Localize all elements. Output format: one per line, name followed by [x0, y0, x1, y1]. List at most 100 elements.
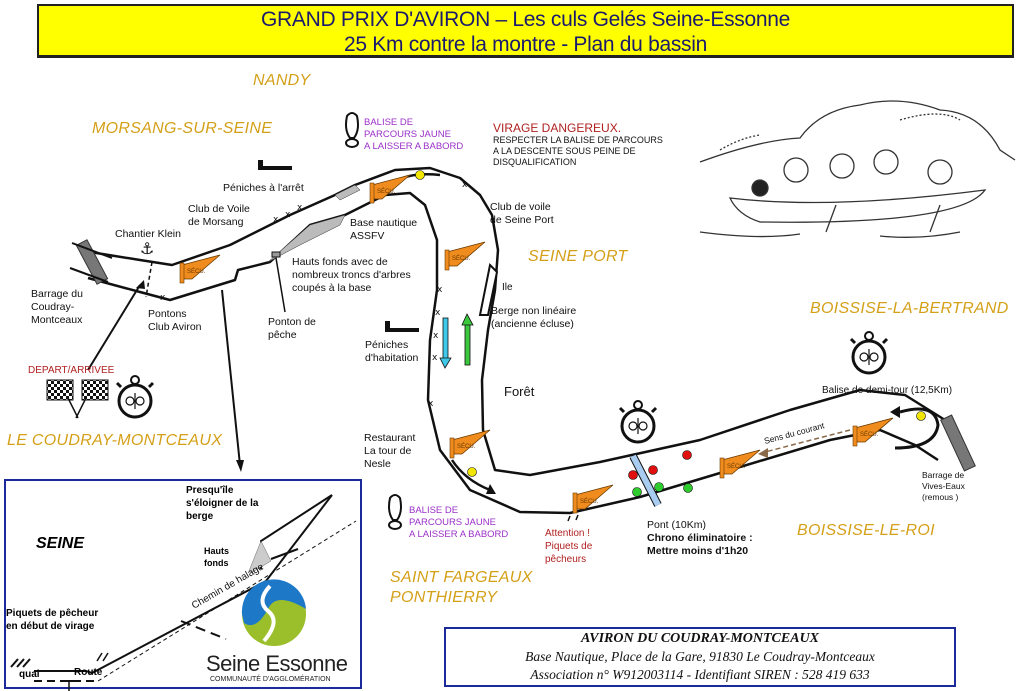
shoal-hatched — [267, 214, 346, 263]
town-coudray: LE COUDRAY-MONTCEAUX — [7, 432, 223, 449]
svg-text:x: x — [462, 180, 468, 190]
label-line: BALISE DE — [364, 117, 414, 128]
stopwatch-icon — [115, 374, 155, 419]
label-line: Hauts fonds avec de — [292, 256, 388, 268]
inset-hauts-fonds-label: Hauts fonds — [204, 545, 229, 569]
u-turn-arrow — [894, 407, 940, 450]
label-line: coupés à la base — [292, 282, 372, 294]
town-saint-fargeaux-line1: SAINT FARGEAUX — [390, 569, 533, 586]
label-club-voile-morsang: Club de Voile de Morsang — [188, 203, 250, 229]
club-footer: AVIRON DU COUDRAY-MONTCEAUX Base Nautiqu… — [444, 627, 956, 687]
svg-text:x: x — [435, 308, 441, 318]
label-line: Ponton de — [268, 316, 316, 328]
logo-subtitle: COMMUNAUTÉ D'AGGLOMÉRATION — [210, 676, 331, 683]
town-boissise-le-roi: BOISSISE-LE-ROI — [797, 522, 935, 539]
label-line: ASSFV — [350, 230, 385, 242]
label-line: PARCOURS JAUNE — [364, 129, 451, 140]
label-line: Piquets de — [545, 541, 593, 552]
buoy-icon — [388, 494, 402, 530]
river-bank-north — [89, 166, 946, 477]
label-line: de Seine Port — [490, 214, 554, 226]
label-line: BALISE DE — [409, 505, 459, 516]
label-barrage-coudray: Barrage du Coudray- Montceaux — [31, 288, 83, 327]
label-line: Péniches — [365, 339, 409, 351]
town-boissise-la-bertrand: BOISSISE-LA-BERTRAND — [810, 300, 1009, 317]
inset-presquile-label: Presqu'île s'éloigner de la berge — [186, 484, 258, 523]
label-line: (remous ) — [922, 492, 959, 502]
label-balise-demi-tour: Balise de demi-tour (12,5Km) — [822, 385, 953, 396]
label-line: Base nautique — [350, 217, 418, 229]
secu-flag-icon — [444, 241, 486, 271]
title-banner: GRAND PRIX D'AVIRON – Les culs Gelés Sei… — [37, 4, 1014, 58]
label-line: Attention ! — [545, 528, 591, 539]
svg-text:x: x — [428, 399, 434, 409]
label-club-voile-seine-port: Club de voile de Seine Port — [490, 201, 554, 227]
svg-text:x: x — [160, 293, 166, 303]
label-chrono-line: Mettre moins d'1h20 — [647, 545, 749, 557]
virage-line: A LA DESCENTE SOUS PEINE DE — [493, 146, 636, 156]
svg-text:x: x — [432, 353, 438, 363]
label-ile: Ile — [502, 282, 513, 293]
label-line: pêcheurs — [545, 554, 587, 565]
label-line: Club de Voile — [188, 203, 250, 215]
stopwatch-icon — [618, 399, 658, 444]
label-peniches-arret: Péniches à l'arrêt — [223, 182, 304, 194]
label-line: berge — [186, 511, 214, 522]
start-arrow — [87, 284, 141, 371]
label-line: fonds — [204, 558, 229, 568]
rowing-bears-illustration — [699, 100, 1016, 238]
svg-text:x: x — [437, 285, 443, 295]
label-line: pêche — [268, 329, 297, 341]
svg-text:x: x — [273, 215, 279, 225]
svg-text:x: x — [297, 203, 303, 213]
inset-quai-label: quai — [19, 669, 40, 680]
label-chrono-line: Chrono éliminatoire : — [647, 532, 753, 544]
buoy-note-top: BALISE DE PARCOURS JAUNE A LAISSER A BAB… — [364, 117, 463, 153]
label-line: Piquets de pêcheur — [6, 608, 99, 619]
svg-text:x: x — [285, 210, 291, 220]
secu-flag-icon — [449, 429, 491, 459]
virage-line: RESPECTER LA BALISE DE PARCOURS — [493, 135, 663, 145]
signal-buoys — [628, 450, 693, 497]
label-line: PARCOURS JAUNE — [409, 517, 496, 528]
label-line: Vives-Eaux — [922, 481, 965, 491]
virage-line: DISQUALIFICATION — [493, 157, 577, 167]
label-line: Barrage de — [922, 470, 965, 480]
label-line: en début de virage — [6, 621, 95, 632]
label-line: A LAISSER A BABORD — [364, 141, 464, 152]
label-berge: Berge non linéaire (ancienne écluse) — [491, 305, 576, 331]
footer-club-name: AVIRON DU COUDRAY-MONTCEAUX — [580, 631, 820, 646]
seine-essonne-logo-icon — [241, 579, 306, 646]
title-line-2: 25 Km contre la montre - Plan du bassin — [344, 33, 707, 56]
current-arrow — [764, 429, 851, 453]
town-saint-fargeaux-line2: PONTHIERRY — [390, 589, 498, 606]
label-line: de Morsang — [188, 216, 244, 228]
label-peniches-habitation: Péniches d'habitation — [365, 339, 418, 365]
label-chantier-klein: Chantier Klein — [115, 228, 181, 240]
barge-icon — [385, 321, 419, 332]
inset-pointer-line — [221, 289, 241, 466]
label-line: Hauts — [204, 546, 230, 556]
start-line — [145, 261, 153, 298]
label-hauts-fonds: Hauts fonds avec de nombreux troncs d'ar… — [292, 256, 411, 295]
town-seine-port: SEINE PORT — [528, 248, 628, 265]
label-barrage-vives: Barrage de Vives-Eaux (remous ) — [922, 470, 965, 503]
direction-arrow — [450, 459, 491, 492]
yellow-buoys — [415, 170, 926, 477]
town-nandy: NANDY — [253, 72, 311, 89]
label-line: Berge non linéaire — [491, 305, 577, 317]
buoy-note-bottom: BALISE DE PARCOURS JAUNE A LAISSER A BAB… — [409, 505, 508, 541]
label-line: nombreux troncs d'arbres — [292, 269, 411, 281]
label-line: d'habitation — [365, 352, 419, 364]
barge-icon — [258, 160, 292, 170]
arrow-up-green — [461, 313, 474, 366]
label-pontons: Pontons Club Aviron — [148, 308, 202, 334]
label-line: (ancienne écluse) — [491, 318, 574, 330]
current-label: Sens du courant — [763, 420, 826, 446]
quai-hatch — [10, 658, 31, 668]
town-saint-fargeaux: SAINT FARGEAUX PONTHIERRY — [390, 568, 533, 608]
ponton-peche-marker — [271, 251, 281, 258]
label-line: Club Aviron — [148, 321, 202, 333]
